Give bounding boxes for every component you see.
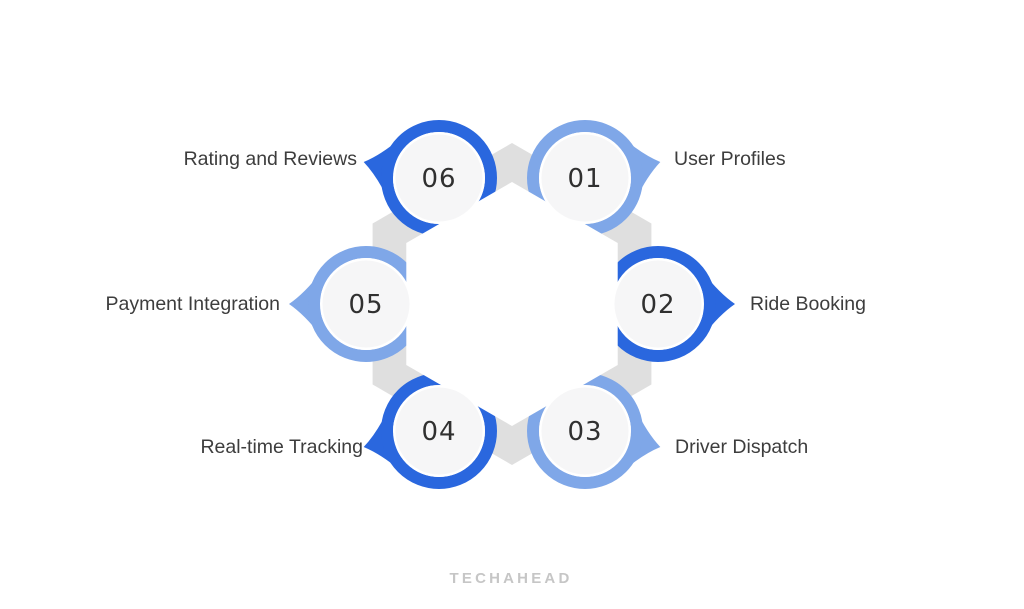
node-02-number: 02 bbox=[640, 290, 675, 320]
node-03-disc-fill bbox=[541, 387, 629, 475]
node-02-disc-fill bbox=[614, 260, 702, 348]
node-06-number: 06 bbox=[421, 164, 456, 194]
node-01-disc: 01 bbox=[539, 132, 631, 224]
label-user-profiles: User Profiles bbox=[674, 148, 786, 170]
label-real-time-tracking: Real-time Tracking bbox=[200, 436, 363, 458]
techahead-logo: TECHAHEAD bbox=[449, 570, 573, 587]
node-03-number: 03 bbox=[567, 417, 602, 447]
label-rating-and-reviews: Rating and Reviews bbox=[183, 148, 357, 170]
node-06-disc: 06 bbox=[393, 132, 485, 224]
node-05-disc: 05 bbox=[320, 258, 412, 350]
label-driver-dispatch: Driver Dispatch bbox=[675, 436, 809, 458]
node-05-number: 05 bbox=[348, 290, 383, 320]
label-payment-integration: Payment Integration bbox=[105, 293, 280, 315]
node-06-disc-fill bbox=[395, 134, 483, 222]
node-01-disc-fill bbox=[541, 134, 629, 222]
hexagon-inner bbox=[406, 182, 618, 426]
node-03-disc: 03 bbox=[539, 385, 631, 477]
label-ride-booking: Ride Booking bbox=[750, 293, 866, 315]
node-02-disc: 02 bbox=[612, 258, 704, 350]
node-01-number: 01 bbox=[567, 164, 602, 194]
node-05-disc-fill bbox=[322, 260, 410, 348]
node-04-number: 04 bbox=[421, 417, 456, 447]
node-04-disc-fill bbox=[395, 387, 483, 475]
node-04-disc: 04 bbox=[393, 385, 485, 477]
